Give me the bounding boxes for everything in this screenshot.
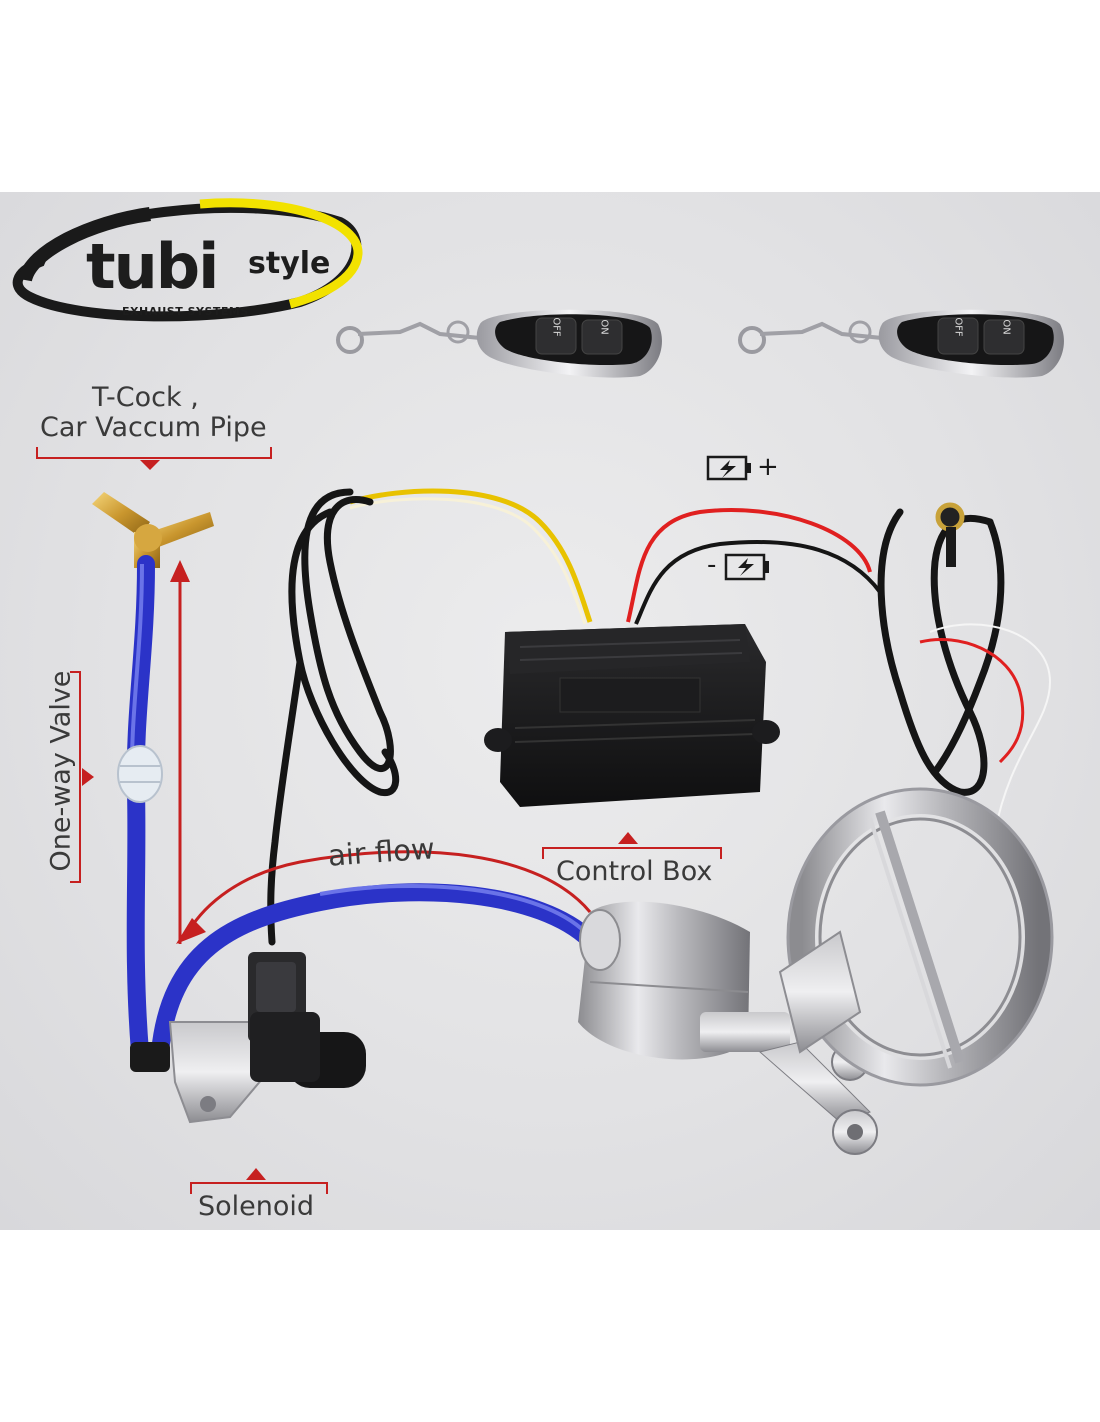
remote-1-graphic	[336, 309, 662, 378]
remote-2-on-label: ON	[1000, 319, 1012, 335]
one-way-valve-label: One-way Valve	[45, 670, 77, 872]
exhaust-valve-ring-graphic	[778, 787, 1054, 1087]
wire-loop-left	[267, 488, 400, 946]
solenoid-bracket	[190, 1182, 328, 1194]
air-flow-label: air flow	[326, 831, 436, 873]
t-cock-bracket	[36, 447, 272, 459]
battery-negative-sign: -	[707, 550, 717, 580]
remote-1-off-label: OFF	[550, 317, 562, 337]
solenoid-label: Solenoid	[198, 1191, 315, 1222]
logo-main-text: tubi	[86, 230, 219, 303]
control-box-graphic	[484, 624, 780, 807]
remote-2-graphic	[738, 309, 1064, 378]
t-cock-graphic	[92, 492, 214, 568]
logo-script-text: style	[248, 246, 331, 281]
solenoid-graphic	[130, 952, 366, 1124]
t-cock-label-line1: T-Cock ,	[92, 382, 199, 413]
control-box-label: Control Box	[556, 856, 713, 887]
diagram-artwork	[12, 198, 1064, 1180]
remote-1-on-label: ON	[598, 319, 610, 335]
control-box-bracket	[542, 847, 722, 859]
battery-positive-icon	[706, 455, 751, 481]
brand-logo: tubi style EXHAUST SYSTEMS	[8, 210, 368, 322]
logo-tagline: EXHAUST SYSTEMS	[122, 305, 249, 318]
one-way-valve-graphic	[117, 745, 163, 803]
remote-2-off-label: OFF	[952, 317, 964, 337]
wire-loop-right	[877, 508, 1005, 796]
product-photo: tubi style EXHAUST SYSTEMS OFF ON OFF ON…	[0, 192, 1100, 1230]
actuator-graphic	[578, 901, 878, 1155]
logo-swoosh	[12, 198, 363, 322]
t-cock-label-line2: Car Vaccum Pipe	[40, 412, 267, 443]
battery-negative-icon	[724, 553, 769, 581]
battery-positive-sign: +	[757, 452, 779, 482]
